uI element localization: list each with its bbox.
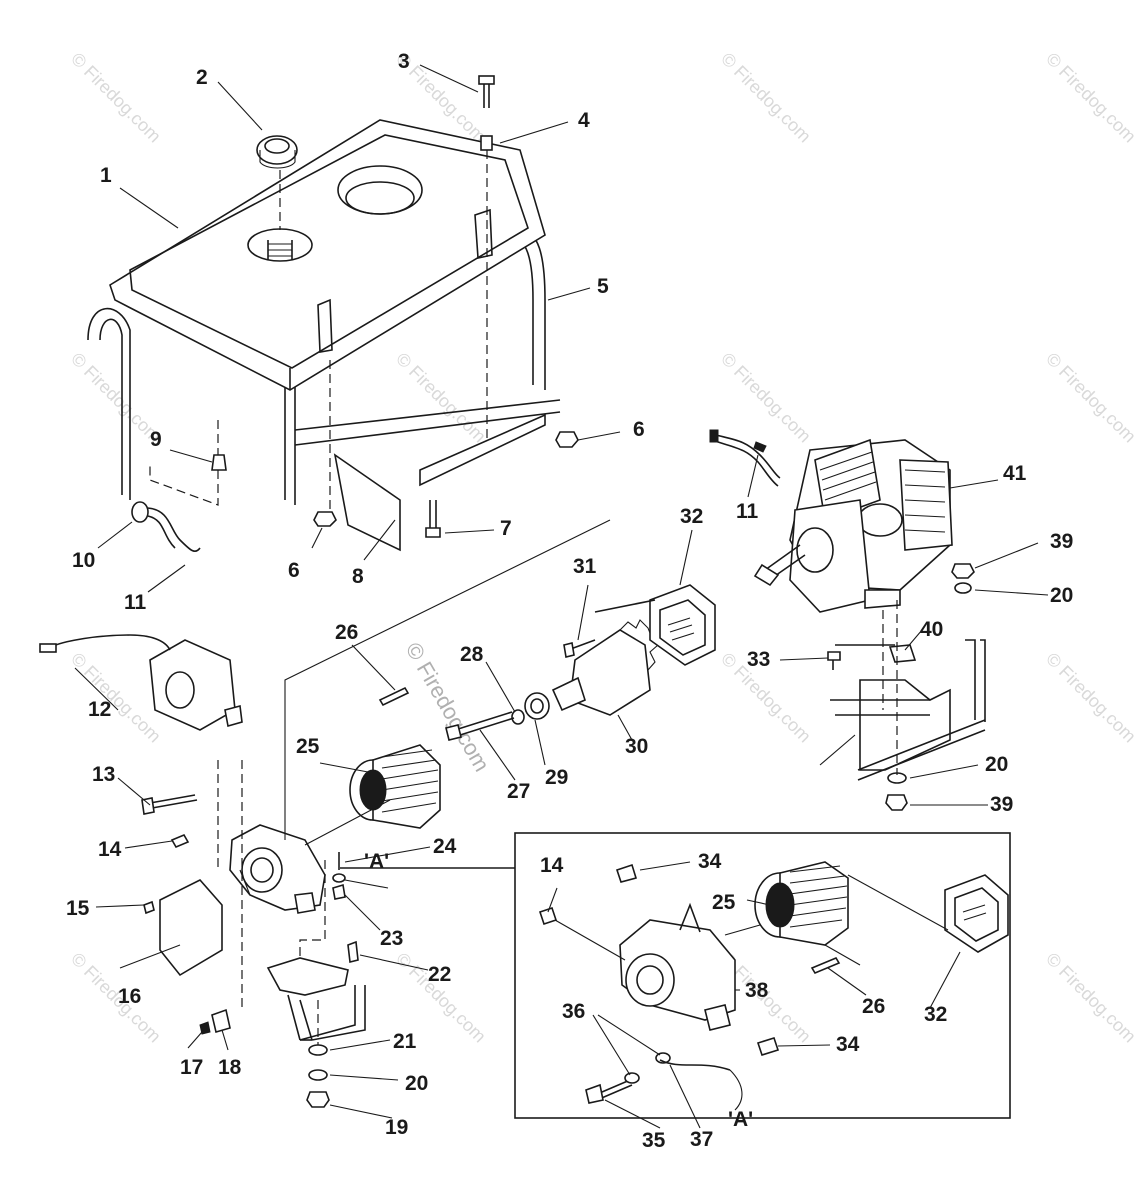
callout-28: 28	[460, 643, 484, 666]
callout-14: 14	[98, 838, 122, 861]
leader-lines	[74, 64, 1049, 1129]
callout-34: 34	[698, 850, 722, 873]
callout-17: 17	[180, 1056, 203, 1079]
callout-8: 8	[352, 565, 364, 588]
watermark-text: © Firedog.com	[1042, 949, 1136, 1047]
callout-1: 1	[100, 164, 112, 187]
callout-6: 6	[633, 418, 645, 441]
callout-38: 38	[745, 979, 769, 1002]
watermark-text: © Firedog.com	[1042, 49, 1136, 147]
callout-labels: 1 2 3 4 5 6 6 7 8 9 10 11 11 12 13 14 15…	[66, 50, 1073, 1152]
callout-20: 20	[405, 1072, 428, 1095]
callout-21: 21	[393, 1030, 417, 1053]
engine-assembly	[709, 429, 953, 613]
callout-26: 26	[862, 995, 885, 1018]
callout-24: 24	[433, 835, 457, 858]
callout-36: 36	[562, 1000, 585, 1023]
callout-2: 2	[196, 66, 208, 89]
callout-4: 4	[578, 109, 590, 132]
callout-10: 10	[72, 549, 95, 572]
callout-32: 32	[680, 505, 703, 528]
callout-22: 22	[428, 963, 451, 986]
engine-mount-bracket	[827, 563, 986, 811]
callout-34: 34	[836, 1033, 860, 1056]
watermark-text: © Firedog.com	[717, 349, 815, 447]
reference-a: 'A'	[728, 1108, 753, 1131]
watermark-text: © Firedog.com	[1042, 349, 1136, 447]
watermark-text: © Firedog.com	[717, 49, 815, 147]
callout-11: 11	[124, 591, 147, 614]
callout-39: 39	[1050, 530, 1073, 553]
callout-29: 29	[545, 766, 568, 789]
callout-18: 18	[218, 1056, 242, 1079]
callout-20: 20	[1050, 584, 1073, 607]
callout-15: 15	[66, 897, 90, 920]
callout-11: 11	[736, 500, 759, 523]
watermark-text: © Firedog.com	[1042, 649, 1136, 747]
callout-7: 7	[500, 517, 512, 540]
callout-30: 30	[625, 735, 648, 758]
callout-25: 25	[296, 735, 320, 758]
watermark-text: © Firedog.com	[67, 949, 165, 1047]
callout-19: 19	[385, 1116, 408, 1139]
callout-6: 6	[288, 559, 300, 582]
rotor-stator-group	[39, 519, 716, 1108]
watermark-text: © Firedog.com	[67, 49, 165, 147]
callout-33: 33	[747, 648, 770, 671]
callout-20: 20	[985, 753, 1008, 776]
callout-41: 41	[1003, 462, 1027, 485]
callout-13: 13	[92, 763, 115, 786]
callout-37: 37	[690, 1128, 713, 1151]
callout-32: 32	[924, 1003, 947, 1026]
callout-35: 35	[642, 1129, 666, 1152]
callout-23: 23	[380, 927, 403, 950]
frame-and-fuel-tank	[87, 75, 579, 552]
callout-5: 5	[597, 275, 609, 298]
callout-40: 40	[920, 618, 943, 641]
callout-12: 12	[88, 698, 111, 721]
callout-27: 27	[507, 780, 530, 803]
inset-detail-box	[340, 832, 1011, 1119]
reference-a: 'A'	[364, 850, 389, 873]
callout-3: 3	[398, 50, 410, 73]
callout-25: 25	[712, 891, 736, 914]
callout-31: 31	[573, 555, 597, 578]
callout-39: 39	[990, 793, 1013, 816]
callout-9: 9	[150, 428, 162, 451]
callout-14: 14	[540, 854, 564, 877]
callout-26: 26	[335, 621, 358, 644]
callout-16: 16	[118, 985, 141, 1008]
